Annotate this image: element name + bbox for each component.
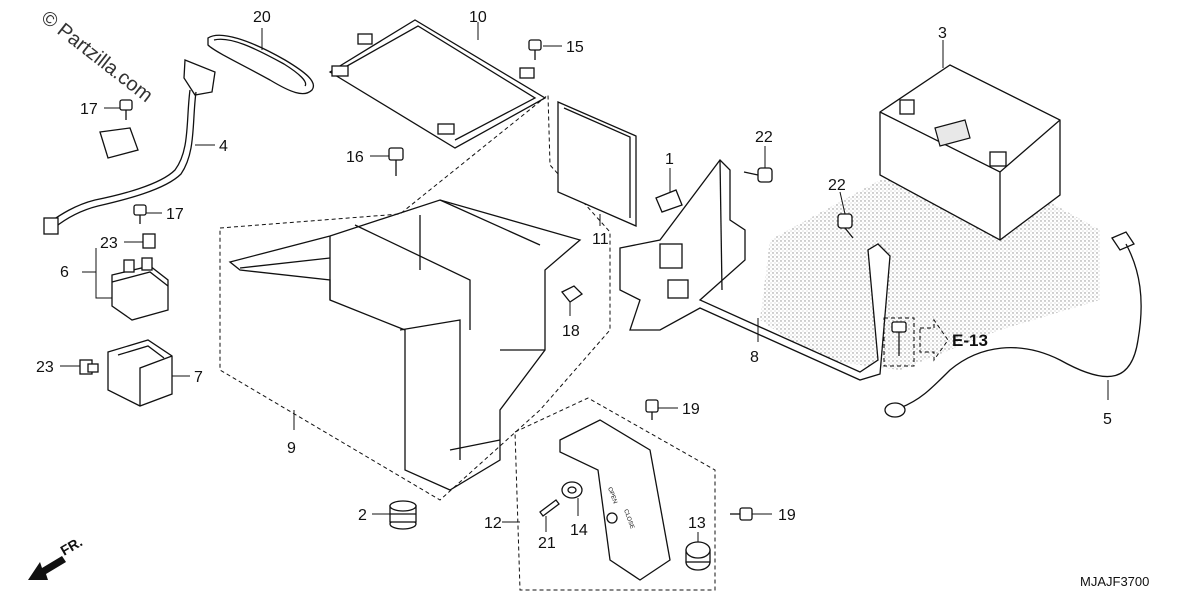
part-1-cushion[interactable] <box>655 189 683 213</box>
callout-20[interactable]: 20 <box>253 9 271 26</box>
front-direction-indicator: FR. <box>28 533 85 580</box>
callout-16[interactable]: 16 <box>346 149 364 166</box>
callout-21[interactable]: 21 <box>538 535 556 552</box>
part-22-bolt-a[interactable] <box>743 167 773 183</box>
callout-10[interactable]: 10 <box>469 9 487 26</box>
part-17-screw-b[interactable] <box>133 204 147 224</box>
cover-open-text: OPEN <box>606 487 617 505</box>
callout-13[interactable]: 13 <box>688 515 706 532</box>
part-5-battery-cable[interactable] <box>884 231 1142 418</box>
callout-23a[interactable]: 23 <box>100 235 118 252</box>
part-7-relay-cover[interactable] <box>107 339 173 407</box>
callout-22b[interactable]: 22 <box>828 177 846 194</box>
part-19-clip-a[interactable] <box>645 399 659 420</box>
part-13-cap[interactable] <box>685 541 711 571</box>
callout-12[interactable]: 12 <box>484 515 502 532</box>
part-3-battery[interactable] <box>879 64 1061 241</box>
callout-3[interactable]: 3 <box>938 25 947 42</box>
part-16-bolt[interactable] <box>388 147 404 176</box>
group-9-boundary <box>219 93 611 501</box>
callout-11[interactable]: 11 <box>592 231 609 248</box>
callout-5[interactable]: 5 <box>1103 411 1112 428</box>
part-21-pin[interactable] <box>539 499 560 517</box>
callout-6[interactable]: 6 <box>60 264 69 281</box>
part-4-wire-harness[interactable] <box>43 59 216 235</box>
callout-19b[interactable]: 19 <box>778 507 796 524</box>
part-14-collar[interactable] <box>561 481 583 499</box>
part-8-bracket[interactable] <box>619 159 891 381</box>
part-18-clip[interactable] <box>560 285 584 303</box>
part-12-side-cover[interactable]: OPEN CLOSE <box>559 419 671 581</box>
watermark-text: © Partzilla.com <box>37 7 157 107</box>
callout-2[interactable]: 2 <box>358 507 367 524</box>
part-2-grommet[interactable] <box>389 500 417 530</box>
callout-17a[interactable]: 17 <box>80 101 98 118</box>
shading-region <box>760 180 1100 370</box>
callout-15[interactable]: 15 <box>566 39 584 56</box>
part-10-cover-plate[interactable] <box>328 19 547 149</box>
part-6-relay[interactable] <box>111 257 169 321</box>
part-15-bolt[interactable] <box>528 39 542 60</box>
part-20-band[interactable] <box>207 34 315 95</box>
e13-label[interactable]: E-13 <box>952 331 988 350</box>
diagram-code: MJAJF3700 <box>1080 574 1149 589</box>
callout-9[interactable]: 9 <box>287 440 296 457</box>
callout-4[interactable]: 4 <box>219 138 228 155</box>
front-arrow-icon <box>28 556 66 580</box>
part-17-screw-a[interactable] <box>119 99 133 120</box>
part-19-clip-b[interactable] <box>730 507 753 521</box>
callout-22a[interactable]: 22 <box>755 129 773 146</box>
callout-18[interactable]: 18 <box>562 323 580 340</box>
callout-17b[interactable]: 17 <box>166 206 184 223</box>
part-23-fuse-a[interactable] <box>142 233 156 249</box>
callout-8[interactable]: 8 <box>750 349 759 366</box>
part-23-fuse-b[interactable] <box>79 359 99 375</box>
callouts: 20 10 15 3 17 4 16 1 22 22 17 11 <box>36 9 1112 552</box>
e13-reference: E-13 <box>883 317 988 367</box>
callout-19a[interactable]: 19 <box>682 401 700 418</box>
callout-7[interactable]: 7 <box>194 369 203 386</box>
part-9-battery-box[interactable] <box>228 199 582 491</box>
callout-14[interactable]: 14 <box>570 522 588 539</box>
part-11-pad[interactable] <box>557 101 637 227</box>
callout-23b[interactable]: 23 <box>36 359 54 376</box>
front-label: FR. <box>58 533 86 558</box>
group-12-boundary <box>514 397 716 591</box>
callout-1[interactable]: 1 <box>665 151 674 168</box>
